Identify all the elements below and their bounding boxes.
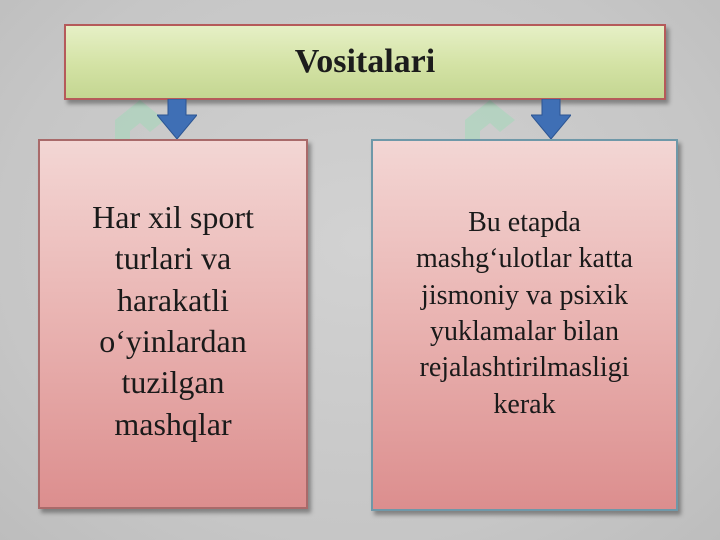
title-box: Vositalari: [64, 24, 666, 100]
left-box-line: mashqlar: [114, 405, 232, 442]
right-box-line: Bu etapda: [468, 206, 581, 238]
right-box-line: mashg‘ulotlar katta: [416, 243, 633, 275]
diagram-title: Vositalari: [294, 43, 436, 80]
left-box-text: Har xil sport turlari va harakatli o‘yin…: [76, 197, 270, 445]
left-content-box: Har xil sport turlari va harakatli o‘yin…: [38, 139, 308, 509]
right-box-text: Bu etapda mashg‘ulotlar katta jismoniy v…: [404, 205, 645, 423]
right-box-line: rejalashtirilmasligi: [419, 352, 630, 384]
left-box-line: turlari va: [114, 240, 232, 277]
arrow-down-icon: [531, 99, 571, 139]
arrow-down-icon: [157, 99, 197, 139]
right-box-line: kerak: [493, 388, 556, 420]
right-box-line: jismoniy va psixik: [421, 279, 628, 311]
right-box-line: yuklamalar bilan: [430, 316, 619, 347]
left-box-line: harakatli: [117, 281, 229, 318]
left-box-line: tuzilgan: [121, 364, 225, 401]
right-content-box: Bu etapda mashg‘ulotlar katta jismoniy v…: [371, 139, 678, 511]
left-box-line: Har xil sport: [92, 199, 254, 236]
left-box-line: o‘yinlardan: [99, 323, 247, 359]
